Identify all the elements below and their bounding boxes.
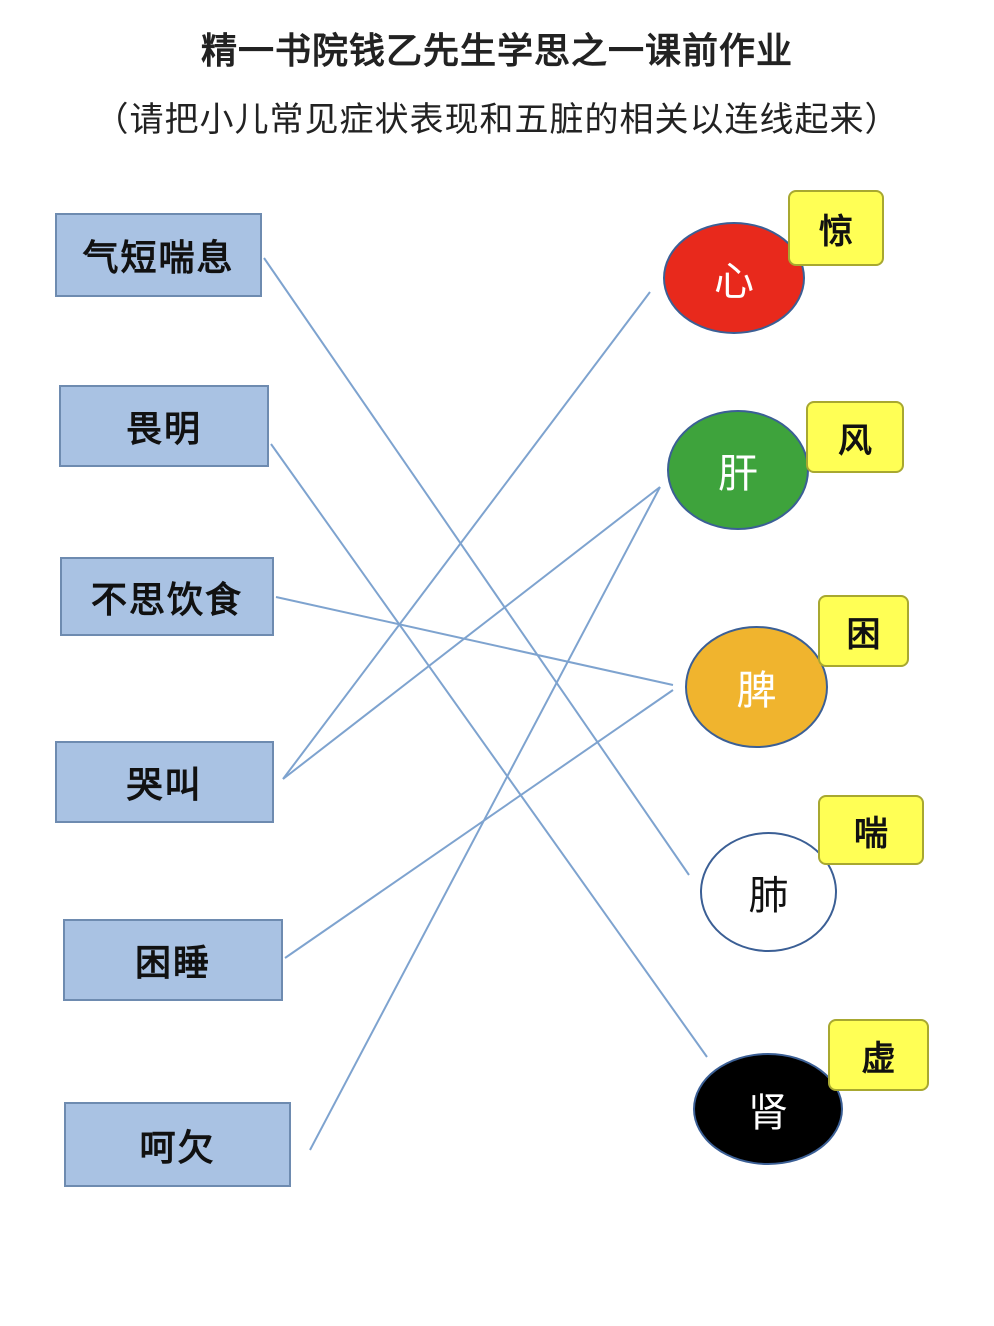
tag-label-deficiency: 虚 (828, 1019, 929, 1091)
connection-line-7 (309, 486, 661, 1151)
tag-label-fatigue: 困 (818, 595, 909, 667)
organ-circle-lung: 肺 (700, 832, 837, 952)
symptom-box-crying: 哭叫 (55, 741, 274, 823)
connection-line-5 (282, 486, 661, 780)
connection-line-2 (270, 443, 708, 1058)
symptom-box-drowsiness: 困睡 (63, 919, 283, 1001)
connection-line-6 (284, 689, 674, 959)
symptom-box-photophobia: 畏明 (59, 385, 269, 467)
organ-circle-liver: 肝 (667, 410, 809, 530)
connection-line-1 (263, 257, 690, 876)
tag-label-wind: 风 (806, 401, 904, 473)
organ-circle-kidney: 肾 (693, 1053, 843, 1165)
page-subtitle: （请把小儿常见症状表现和五脏的相关以连线起来） (94, 100, 900, 140)
tag-label-panting: 喘 (818, 795, 924, 865)
organ-circle-spleen: 脾 (685, 626, 828, 748)
symptom-box-yawning: 呵欠 (64, 1102, 291, 1187)
symptom-box-no-appetite: 不思饮食 (60, 557, 274, 636)
page-title: 精一书院钱乙先生学思之一课前作业 (200, 30, 793, 72)
symptom-box-shortness-of-breath: 气短喘息 (55, 213, 262, 297)
connection-line-3 (275, 596, 674, 686)
connection-line-4 (282, 291, 651, 780)
tag-label-fright: 惊 (788, 190, 884, 266)
organ-circle-heart: 心 (663, 222, 805, 334)
